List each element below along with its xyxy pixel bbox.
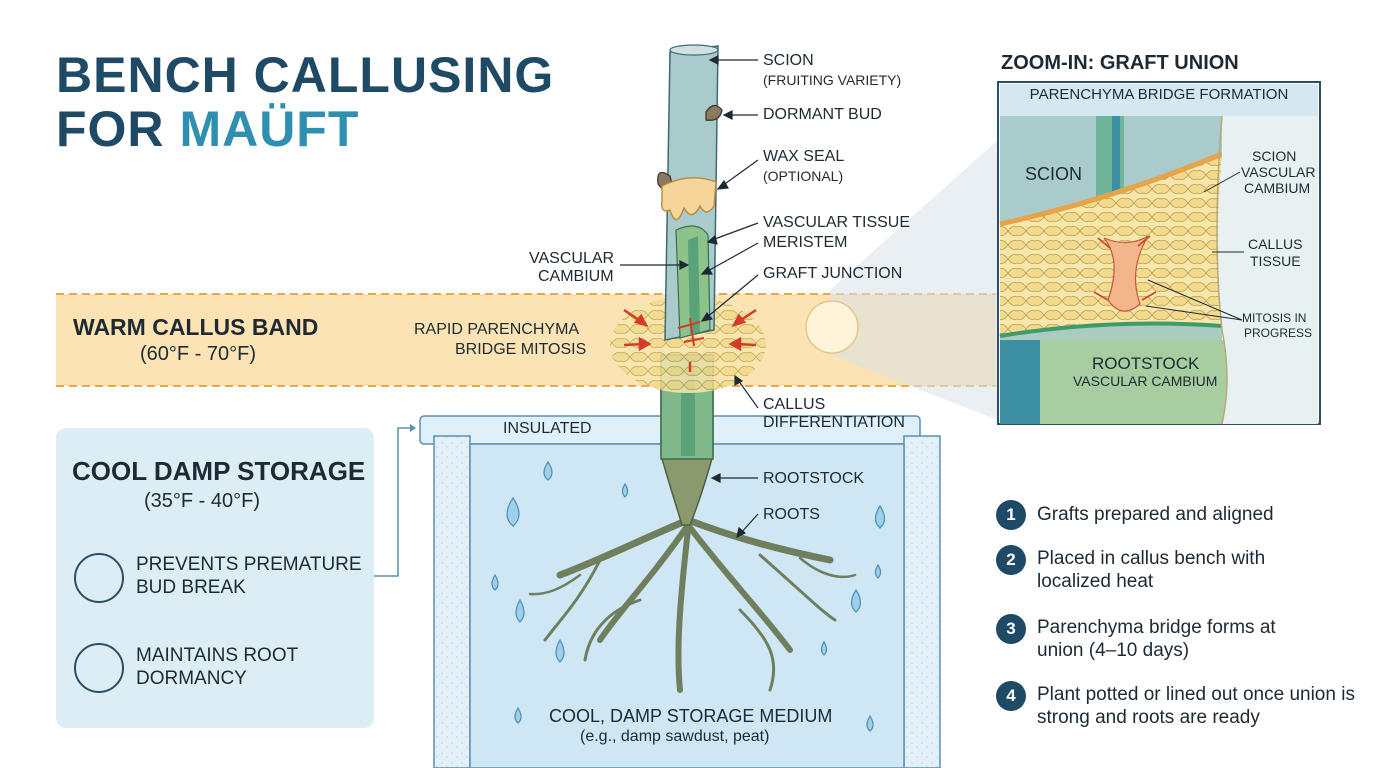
label-dormant-bud: DORMANT BUD xyxy=(763,106,882,123)
storage-medium-example: (e.g., damp sawdust, peat) xyxy=(580,728,770,745)
zoom-label-callus-2: TISSUE xyxy=(1250,253,1301,269)
zoom-label-rootstock-1: ROOTSTOCK xyxy=(1092,354,1200,373)
label-vascular-cambium-2: CAMBIUM xyxy=(538,268,614,285)
label-graft-junction: GRAFT JUNCTION xyxy=(763,265,903,282)
warm-band-title: WARM CALLUS BAND xyxy=(73,314,319,340)
storage-connector xyxy=(374,427,410,577)
zoom-label-callus-1: CALLUS xyxy=(1248,236,1303,252)
storage-range: (35°F - 40°F) xyxy=(144,490,261,512)
page-title-accent: MAÜFT xyxy=(179,101,360,157)
label-callus: CALLUS xyxy=(763,396,826,413)
wax-seal xyxy=(660,177,717,221)
zoom-projection xyxy=(830,140,998,420)
zoom-label-scion-cambium-1: SCION xyxy=(1252,148,1297,164)
zoom-label-mitosis-1: MITOSIS IN xyxy=(1242,311,1307,325)
label-callus-differentiation: DIFFERENTIATION xyxy=(763,414,905,431)
feature-2-line2: DORMANCY xyxy=(136,668,247,689)
sprout-icon xyxy=(74,553,124,603)
step-1-number: 1 xyxy=(996,500,1026,530)
callus-ring xyxy=(610,297,766,393)
step-3-number: 3 xyxy=(996,614,1026,644)
zoom-title: ZOOM-IN: GRAFT UNION xyxy=(1001,52,1239,74)
zoom-label-scion: SCION xyxy=(1025,164,1083,184)
step-2-text: Placed in callus bench with localized he… xyxy=(1037,548,1266,592)
zoom-label-scion-cambium-3: CAMBIUM xyxy=(1244,180,1311,196)
storage-title: COOL DAMP STORAGE xyxy=(72,456,366,486)
label-rootstock: ROOTSTOCK xyxy=(763,470,865,487)
warm-band-range: (60°F - 70°F) xyxy=(140,343,257,365)
label-meristem: MERISTEM xyxy=(763,234,848,251)
insulated-box-wall-left xyxy=(433,435,471,768)
label-scion-sub: (FRUITING VARIETY) xyxy=(763,72,902,88)
zoom-focus-circle xyxy=(805,300,859,354)
step-4-text: Plant potted or lined out once union is … xyxy=(1037,684,1355,728)
callus-arrows xyxy=(623,308,757,372)
page-title-line2-prefix: FOR xyxy=(56,101,180,157)
zoom-label-rootstock-2: VASCULAR CAMBIUM xyxy=(1073,373,1218,389)
label-roots: ROOTS xyxy=(763,506,820,523)
zoom-subtitle: PARENCHYMA BRIDGE FORMATION xyxy=(1029,86,1289,103)
bud-upper xyxy=(705,104,723,121)
feature-2-line1: MAINTAINS ROOT xyxy=(136,645,299,666)
step-1-text: Grafts prepared and aligned xyxy=(1037,504,1274,525)
roots xyxy=(528,516,857,693)
page-title-line1: BENCH CALLUSING xyxy=(56,47,555,103)
feature-1-line1: PREVENTS PREMATURE xyxy=(136,554,362,575)
leader-lines xyxy=(620,55,759,539)
label-vascular-tissue: VASCULAR TISSUE xyxy=(763,214,911,231)
label-rapid-parenchyma-1: RAPID PARENCHYMA xyxy=(414,321,580,338)
label-wax-seal-sub: (OPTIONAL) xyxy=(763,168,844,184)
insulated-box-wall-right xyxy=(903,435,941,768)
label-scion: SCION xyxy=(763,52,814,69)
label-wax-seal: WAX SEAL xyxy=(763,148,845,165)
zoom-label-scion-cambium-2: VASCULAR xyxy=(1241,164,1316,180)
zoom-inset xyxy=(997,81,1321,425)
step-4-number: 4 xyxy=(996,681,1026,711)
feature-1-line2: BUD BREAK xyxy=(136,577,246,598)
page-title-line2: FOR MAÜFT xyxy=(56,104,359,154)
label-rapid-parenchyma-2: BRIDGE MITOSIS xyxy=(455,341,587,358)
step-2-number: 2 xyxy=(996,545,1026,575)
water-drop-icon xyxy=(74,643,124,693)
water-drops xyxy=(491,460,886,732)
zoom-label-mitosis-2: PROGRESS xyxy=(1244,326,1313,340)
label-vascular-cambium-1: VASCULAR xyxy=(529,250,615,267)
step-3-text: Parenchyma bridge forms at union (4–10 d… xyxy=(1037,617,1276,661)
label-insulated: INSULATED xyxy=(503,420,592,437)
storage-medium-label: COOL, DAMP STORAGE MEDIUM xyxy=(549,706,833,726)
